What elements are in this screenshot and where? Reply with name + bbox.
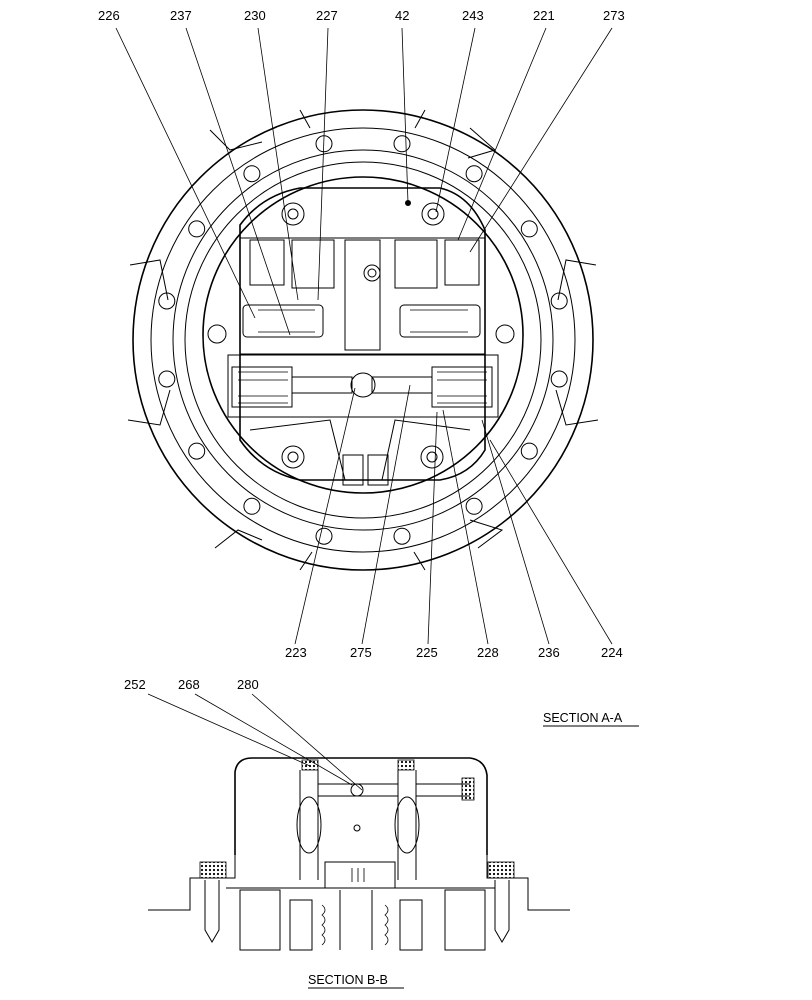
- bolt-hole: [393, 135, 411, 153]
- housing-step-ring: [184, 161, 542, 519]
- bolt-hole: [158, 370, 176, 388]
- callouts-section-b: 252 268 280: [124, 677, 259, 692]
- bolt-hole: [188, 442, 206, 460]
- callout-223: 223: [285, 645, 307, 660]
- housing-ring: [172, 149, 554, 531]
- flange-inner-ring: [150, 127, 576, 553]
- callout-228: 228: [477, 645, 499, 660]
- callout-252: 252: [124, 677, 146, 692]
- section-a-label: SECTION A-A: [543, 711, 623, 725]
- callout-243: 243: [462, 8, 484, 23]
- bolt-hole: [188, 220, 206, 238]
- bolt-hole: [550, 370, 568, 388]
- bolt-hole: [158, 292, 176, 310]
- callout-227: 227: [316, 8, 338, 23]
- callout-221: 221: [533, 8, 555, 23]
- inner-cover: [202, 176, 524, 494]
- bolt-hole: [550, 292, 568, 310]
- callout-224: 224: [601, 645, 623, 660]
- callouts-bottom: 223 275 225 228 236 224: [285, 645, 623, 660]
- callout-268: 268: [178, 677, 200, 692]
- bolt-hole: [243, 165, 261, 183]
- left-plug: [199, 861, 227, 879]
- section-a-view: 226 237 230 227 42 243 221 273 223 275 2…: [98, 8, 639, 727]
- callout-236: 236: [538, 645, 560, 660]
- bolt-hole: [520, 220, 538, 238]
- callout-273: 273: [603, 8, 625, 23]
- bolt-holes: [158, 135, 568, 545]
- callouts-top: 226 237 230 227 42 243 221 273: [98, 8, 625, 23]
- flange-lugs: [127, 109, 599, 571]
- callout-275: 275: [350, 645, 372, 660]
- callout-237: 237: [170, 8, 192, 23]
- bolt-hole: [243, 497, 261, 515]
- bolt-hole: [465, 165, 483, 183]
- callout-42: 42: [395, 8, 409, 23]
- bolt-hole: [393, 527, 411, 545]
- callout-230: 230: [244, 8, 266, 23]
- section-b-label: SECTION B-B: [308, 973, 388, 987]
- bolt-hole: [465, 497, 483, 515]
- callout-280: 280: [237, 677, 259, 692]
- right-plug: [487, 861, 515, 879]
- callout-225: 225: [416, 645, 438, 660]
- callout-226: 226: [98, 8, 120, 23]
- outer-flange-ring: [132, 109, 594, 571]
- bolt-hole: [520, 442, 538, 460]
- valve-plate: [207, 187, 515, 486]
- bolt-hole: [315, 527, 333, 545]
- leader-lines: [115, 27, 613, 645]
- leader-lines-b: [147, 693, 363, 791]
- section-b-view: 252 268 280 SECTION B-B: [124, 677, 570, 989]
